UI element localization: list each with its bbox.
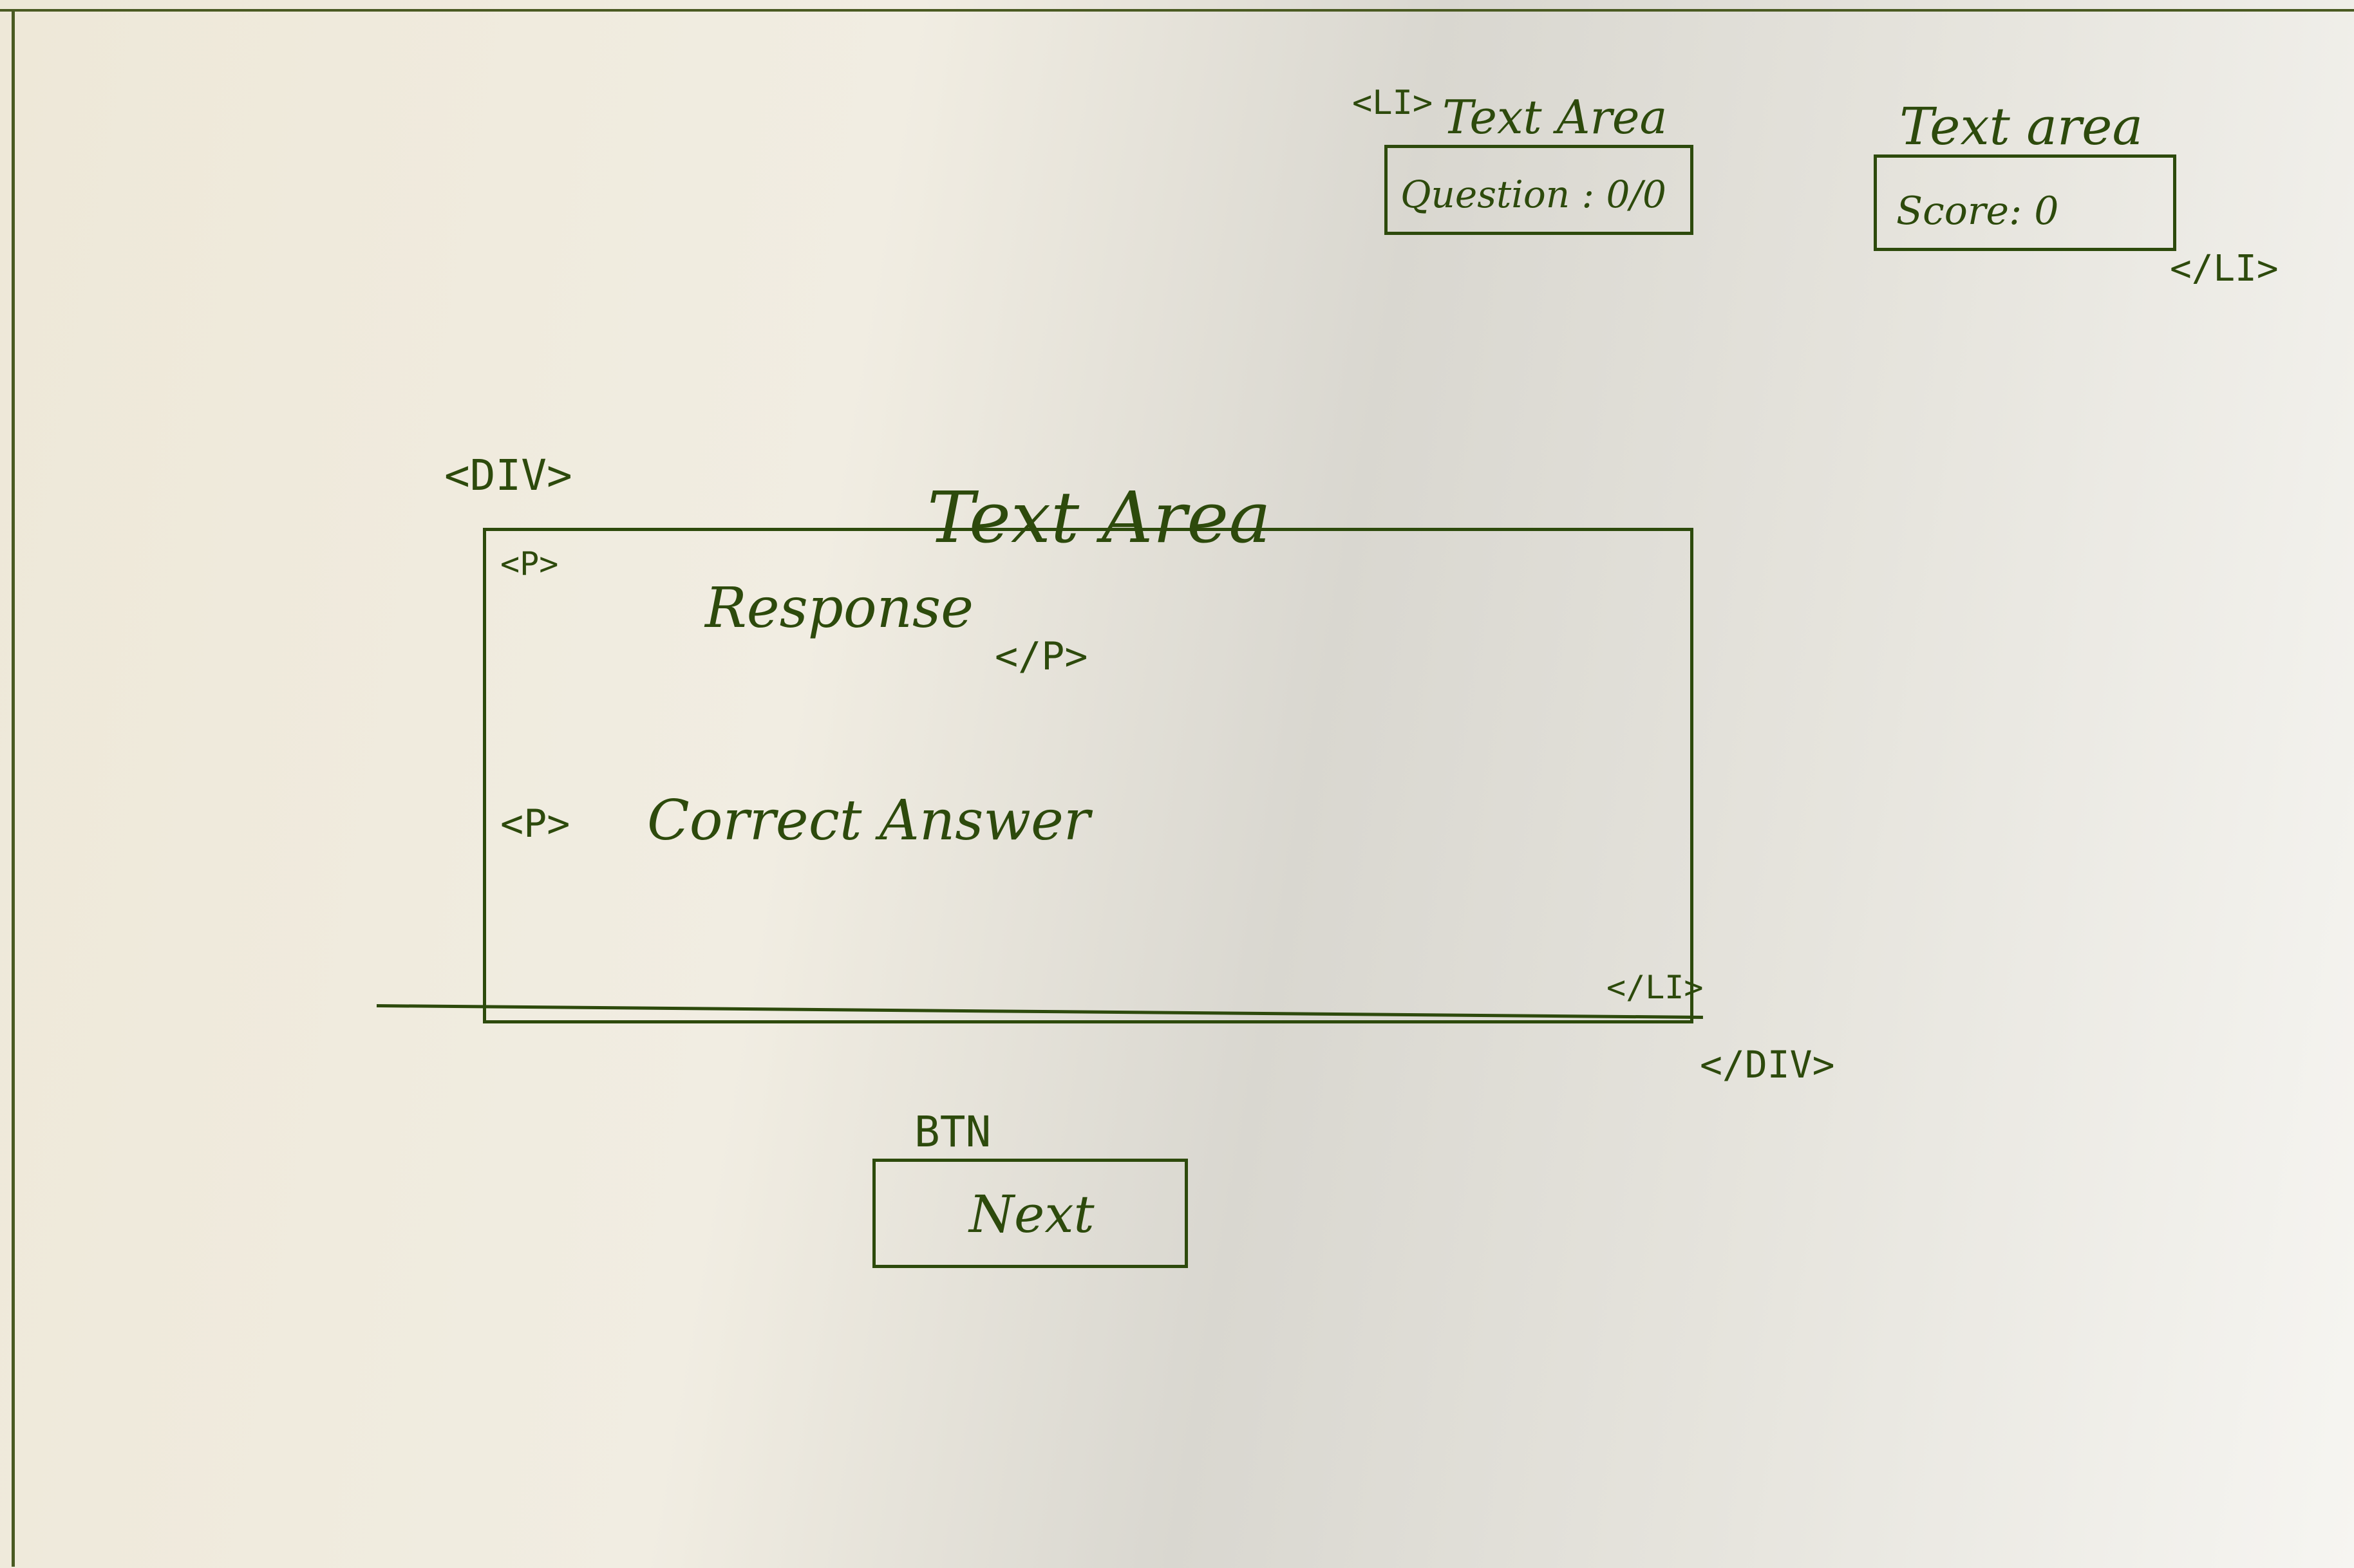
panel-caption: Text Area: [927, 476, 1271, 559]
response-text: Response: [705, 576, 974, 640]
question-counter-value: Question : 0/0: [1400, 173, 1666, 216]
response-panel: <P> Response </P> <P> Correct Answer </L…: [483, 528, 1704, 1023]
correct-answer-open-p-tag: <P>: [500, 801, 570, 846]
sheet-top-edge: [0, 9, 2354, 12]
question-counter-box[interactable]: Question : 0/0: [1384, 145, 1693, 235]
button-caption: BTN: [914, 1107, 992, 1157]
correct-answer-text: Correct Answer: [647, 789, 1090, 853]
panel-close-div-tag: </DIV>: [1700, 1043, 1835, 1087]
panel-div-tag: <DIV>: [444, 451, 572, 500]
response-open-p-tag: <P>: [500, 545, 559, 583]
panel-close-li-tag: </LI>: [1606, 969, 1704, 1006]
score-closing-li-tag: </LI>: [2170, 248, 2279, 290]
score-value: Score: 0: [1896, 189, 2059, 234]
sheet-left-edge: [12, 9, 15, 1567]
question-caption: Text Area: [1442, 90, 1668, 144]
next-button[interactable]: Next: [872, 1159, 1188, 1268]
next-button-label: Next: [969, 1184, 1095, 1244]
score-box[interactable]: Score: 0: [1874, 154, 2176, 251]
question-li-tag: <LI>: [1352, 84, 1433, 122]
score-caption: Text area: [1899, 97, 2143, 156]
response-close-p-tag: </P>: [995, 634, 1088, 679]
bleed-through-mark: [921, 386, 945, 476]
